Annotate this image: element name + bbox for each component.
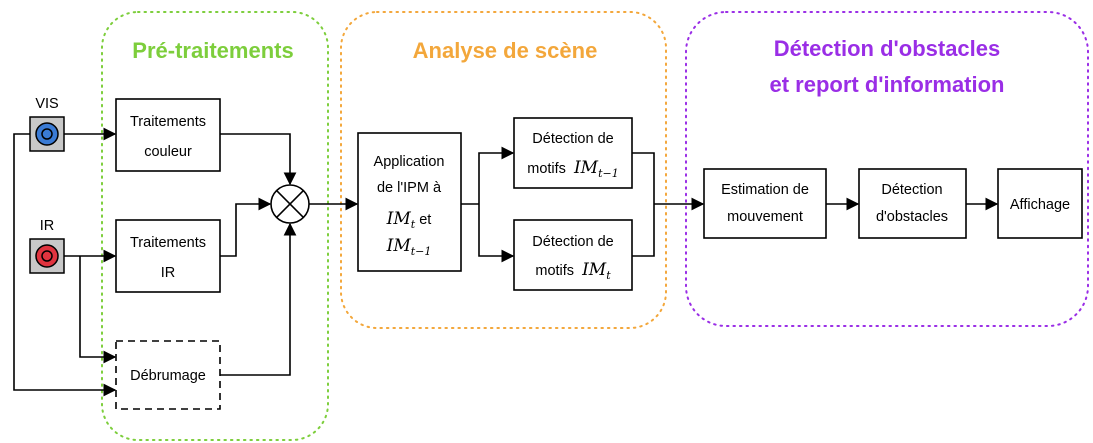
block-traitements-ir: Traitements IR [115,219,221,293]
block-detection-motifs-prev: Détection de motifs IMt−1 [513,117,633,189]
block-line: d'obstacles [876,209,948,225]
block-detection-motifs-cur: Détection de motifs IMt [513,219,633,291]
block-line-math: motifs IMt−1 [527,158,618,180]
block-line: Traitements [130,235,206,251]
block-affichage: Affichage [997,168,1083,239]
block-label: Affichage [1010,197,1070,213]
block-line: Détection de [532,234,613,250]
block-line: Estimation de [721,182,809,198]
connector-arrows [13,127,999,397]
block-traitements-couleur: Traitements couleur [115,98,221,172]
ipm-math-line1: IMt et [386,209,432,231]
group-title-detection-line1: Détection d'obstacles [774,36,1001,61]
block-line-math: motifs IMt [535,260,611,282]
block-label: Débrumage [130,368,206,384]
block-line: de l'IPM à [377,180,442,196]
multiply-operator-icon [270,184,310,224]
group-pretraitements [101,11,329,441]
sensor-label-ir: IR [40,218,55,234]
block-line: mouvement [727,209,803,225]
block-line: Application [374,154,445,170]
ipm-math-line2: IMt−1 [386,236,432,258]
block-line: Détection de [532,131,613,147]
block-detection-obstacles: Détection d'obstacles [858,168,967,239]
ir-camera-sensor-icon [29,238,65,274]
group-title-analyse-scene: Analyse de scène [413,38,598,63]
vis-camera-sensor-icon [29,116,65,152]
block-line: couleur [144,144,192,160]
sensor-label-vis: VIS [35,96,58,112]
group-title-pretraitements: Pré-traitements [132,38,293,63]
group-detection-obstacles [685,11,1089,327]
block-line: Détection [881,182,942,198]
group-analyse-scene [340,11,667,329]
block-line: IR [161,265,176,281]
block-line: Traitements [130,114,206,130]
block-estimation-mouvement: Estimation de mouvement [703,168,827,239]
block-debrumage: Débrumage [115,340,221,410]
group-title-detection-line2: et report d'information [769,72,1004,97]
block-application-ipm: Application de l'IPM à IMt et IMt−1 [357,132,462,272]
